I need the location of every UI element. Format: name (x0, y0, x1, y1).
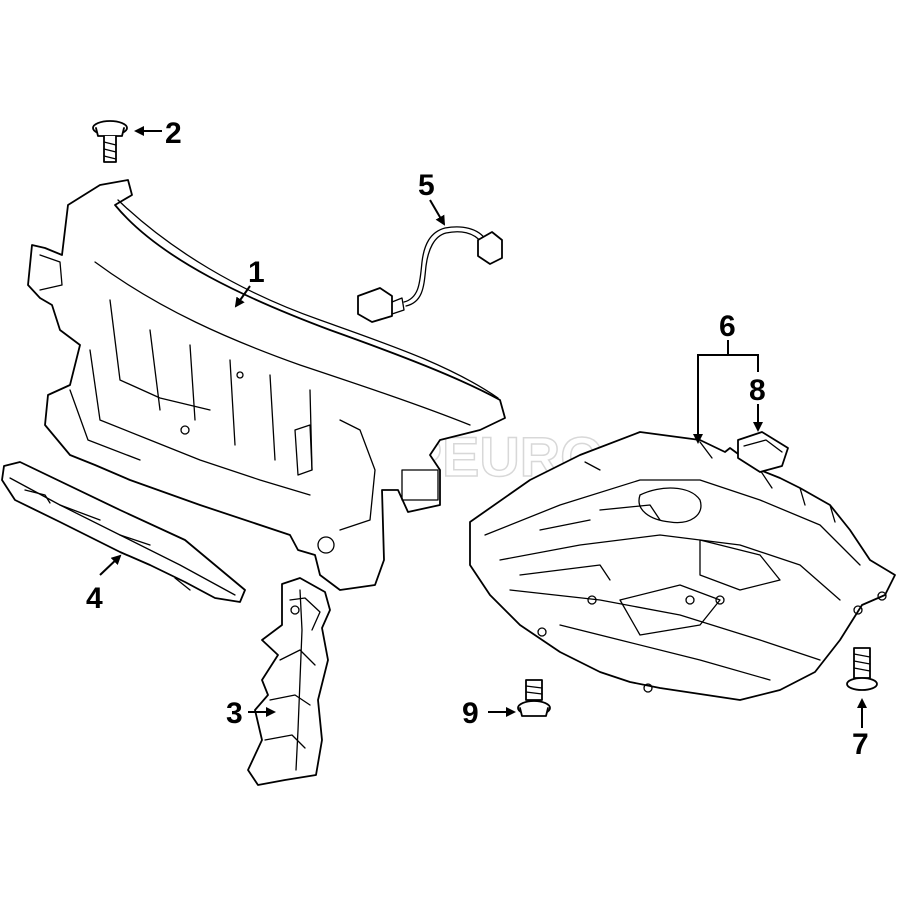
callout-leaders (99, 126, 867, 728)
leader-4 (99, 554, 122, 576)
leader-1 (234, 285, 251, 308)
callout-7: 7 (852, 728, 869, 761)
leader-5 (429, 199, 446, 226)
screw-part-2 (92, 120, 128, 163)
callout-5: 5 (418, 169, 435, 202)
callout-9: 9 (462, 697, 479, 730)
callout-1: 1 (248, 256, 265, 289)
callout-8: 8 (749, 374, 766, 407)
callout-6: 6 (719, 310, 736, 343)
clip-part-8 (737, 431, 789, 473)
bolt-part-7 (846, 647, 878, 691)
callout-2: 2 (165, 117, 182, 150)
engine-undershield-part (469, 431, 896, 701)
callout-3: 3 (226, 697, 243, 730)
leader-6-branch (728, 354, 759, 372)
radiator-support-part (27, 179, 506, 591)
callout-4: 4 (86, 582, 103, 615)
bolt-part-9 (517, 679, 551, 717)
callout-numbers: 2 1 5 4 3 9 7 6 8 (86, 117, 869, 761)
lower-deflector-part (1, 461, 246, 603)
leader-6 (693, 340, 729, 444)
air-guide-part (247, 577, 331, 786)
sensor-wire-part (357, 226, 503, 323)
